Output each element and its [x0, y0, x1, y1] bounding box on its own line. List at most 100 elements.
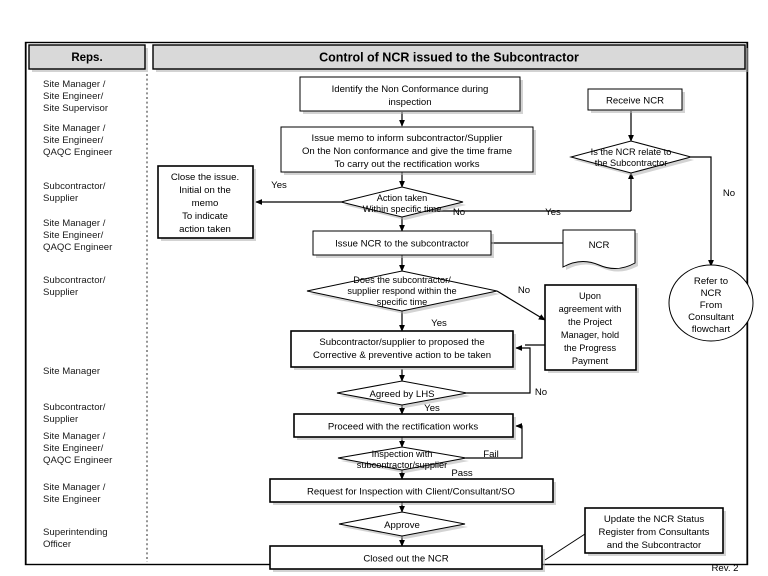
node-label: To carry out the rectification works	[334, 159, 479, 170]
reps-line: QAQC Engineer	[43, 147, 113, 158]
node-label: Inspection with	[372, 449, 433, 459]
edge-label-no: No	[518, 285, 530, 296]
node-label: subcontractor/supplier	[357, 460, 447, 470]
node-label: Request for Inspection with Client/Consu…	[307, 487, 515, 498]
reps-item: Site Manager	[43, 366, 101, 377]
node-issue-ncr-sub[interactable]: Issue NCR to the subcontractor	[312, 230, 494, 258]
node-issue-memo[interactable]: Issue memo to inform subcontractor/Suppl…	[280, 126, 536, 175]
reps-line: Site Engineer/	[43, 91, 104, 102]
node-label: specific time	[377, 297, 428, 307]
node-request-inspection[interactable]: Request for Inspection with Client/Consu…	[269, 478, 556, 505]
node-label: Proceed with the rectification works	[328, 422, 479, 433]
node-action-taken-decision[interactable]: Action taken Within specific time	[340, 186, 466, 220]
edge-label-yes: Yes	[431, 318, 447, 329]
reps-item: Subcontractor/ Supplier	[43, 275, 106, 298]
node-identify[interactable]: Identify the Non Conformance during insp…	[299, 76, 523, 114]
node-inspection-sub-decision[interactable]: Inspection with subcontractor/supplier	[337, 446, 469, 473]
node-label: inspection	[388, 97, 431, 108]
node-label: Agreed by LHS	[369, 389, 434, 400]
node-ncr-related-decision[interactable]: Is the NCR relate to the Subcontractor	[569, 140, 694, 176]
node-closed-out[interactable]: Closed out the NCR	[269, 545, 545, 572]
reps-item: Site Manager / Site Engineer/ QAQC Engin…	[43, 218, 113, 253]
reps-line: QAQC Engineer	[43, 455, 113, 466]
node-label: Does the subcontractor/	[353, 275, 451, 285]
node-label: the Subcontractor	[595, 158, 668, 168]
node-label: Update the NCR Status	[604, 514, 704, 525]
node-label: Initial on the	[179, 185, 231, 196]
node-label: Identify the Non Conformance during	[332, 84, 489, 95]
edge-label-yes: Yes	[545, 207, 561, 218]
reps-line: Site Manager /	[43, 79, 106, 90]
reps-line: Site Manager /	[43, 123, 106, 134]
reps-item: Site Manager / Site Engineer/ QAQC Engin…	[43, 431, 113, 466]
node-label: Consultant	[688, 312, 734, 323]
node-label: Subcontractor/supplier to proposed the	[319, 337, 484, 348]
node-label: Issue NCR to the subcontractor	[335, 239, 470, 250]
node-label: NCR	[701, 288, 722, 299]
edge-label-yes: Yes	[424, 403, 440, 414]
node-agreed-lhs-decision[interactable]: Agreed by LHS	[336, 380, 470, 408]
reps-line: Site Manager	[43, 366, 101, 377]
node-update-register[interactable]: Update the NCR Status Register from Cons…	[584, 507, 726, 556]
node-label: action taken	[179, 224, 231, 235]
node-label: Register from Consultants	[599, 527, 710, 538]
edge-label-pass: Pass	[451, 468, 473, 479]
node-propose-action[interactable]: Subcontractor/supplier to proposed the C…	[290, 330, 516, 370]
edge-label-no: No	[535, 387, 547, 398]
node-label: supplier respond within the	[347, 286, 456, 296]
edge-label-yes: Yes	[271, 180, 287, 191]
node-close-issue[interactable]: Close the issue. Initial on the memo To …	[157, 165, 256, 241]
edge-label-no: No	[723, 188, 735, 199]
reps-column: Site Manager / Site Engineer/ Site Super…	[43, 79, 113, 550]
node-label: Approve	[384, 520, 420, 531]
reps-line: Subcontractor/	[43, 402, 106, 413]
reps-item: Superintending Officer	[43, 527, 108, 550]
reps-item: Site Manager / Site Engineer/ QAQC Engin…	[43, 123, 113, 158]
node-label: Action taken	[377, 193, 428, 203]
node-approve-decision[interactable]: Approve	[338, 511, 468, 539]
header-reps-label: Reps.	[71, 52, 102, 64]
reps-line: Superintending	[43, 527, 108, 538]
node-label: Receive NCR	[606, 96, 664, 107]
header-bar: Reps. Control of NCR issued to the Subco…	[28, 44, 748, 72]
reps-line: Subcontractor/	[43, 181, 106, 192]
reps-line: Supplier	[43, 414, 79, 425]
reps-line: Officer	[43, 539, 72, 550]
node-ncr-document[interactable]: NCR	[562, 229, 638, 272]
node-respond-time-decision[interactable]: Does the subcontractor/ supplier respond…	[306, 270, 500, 314]
reps-line: QAQC Engineer	[43, 242, 113, 253]
reps-line: Site Engineer/	[43, 135, 104, 146]
node-label: the Progress	[564, 343, 616, 353]
node-label: Closed out the NCR	[363, 554, 448, 565]
header-title: Control of NCR issued to the Subcontract…	[319, 51, 579, 65]
reps-line: Site Manager /	[43, 482, 106, 493]
node-label: On the Non conformance and give the time…	[302, 146, 512, 157]
reps-line: Subcontractor/	[43, 275, 106, 286]
reps-line: Site Manager /	[43, 218, 106, 229]
edge-label-fail: Fail	[483, 449, 498, 460]
node-label: From	[700, 300, 722, 311]
node-label: Payment	[572, 356, 609, 366]
node-receive-ncr[interactable]: Receive NCR	[587, 88, 685, 113]
reps-item: Subcontractor/ Supplier	[43, 181, 106, 204]
node-label: Manager, hold	[561, 330, 619, 340]
node-proceed-rectification[interactable]: Proceed with the rectification works	[293, 413, 516, 440]
edge-labels: No Yes Yes No Yes No Yes No Fail Pass	[271, 180, 735, 479]
reps-item: Site Manager / Site Engineer/ Site Super…	[43, 79, 109, 114]
node-label: Issue memo to inform subcontractor/Suppl…	[312, 133, 504, 144]
node-label: Within specific time	[363, 204, 442, 214]
reps-line: Supplier	[43, 193, 79, 204]
edge-label-no: No	[453, 207, 465, 218]
reps-line: Site Engineer	[43, 494, 101, 505]
node-refer-ncr[interactable]: Refer to NCR From Consultant flowchart	[668, 264, 754, 342]
node-label: memo	[192, 198, 219, 209]
node-hold-payment[interactable]: Upon agreement with the Project Manager,…	[544, 284, 639, 373]
revision-label: Rev. 2	[711, 563, 738, 574]
reps-item: Subcontractor/ Supplier	[43, 402, 106, 425]
node-label: the Project	[568, 317, 612, 327]
node-label: agreement with	[559, 304, 622, 314]
node-label: flowchart	[692, 324, 731, 335]
reps-line: Site Manager /	[43, 431, 106, 442]
node-label: Close the issue.	[171, 172, 239, 183]
